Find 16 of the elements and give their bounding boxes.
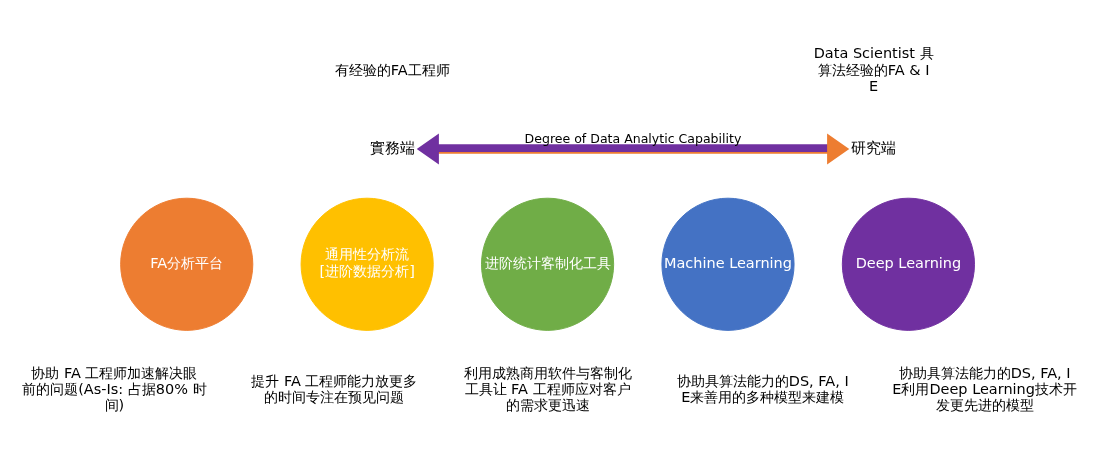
- label: Data Scientist 具算法经验的FA & IE: [813, 44, 934, 94]
- node-label: 利用成熟商用软件与客制化工具让 FA 工程师应对客户的需求更迅速: [463, 364, 632, 413]
- node-label: 提升 FA 工程师能力放更多的时间专注在预见问题: [251, 372, 418, 405]
- edge-label: Degree of Data Analytic Capability: [524, 130, 742, 146]
- node-text: 實務端: [369, 138, 415, 157]
- node-text: 研究端: [851, 138, 897, 157]
- arrow: [416, 132, 850, 164]
- node-label: 协助具算法能力的DS, FA, IE利用Deep Learning技术开发更先进的模型: [892, 364, 1077, 413]
- node-label: 协助具算法能力的DS, FA, IE来善用的多种模型来建模: [676, 372, 849, 405]
- node-label: 协助 FA 工程师加速解决眼前的问题(As-Is: 占据80% 时间): [22, 364, 207, 413]
- label: 有经验的FA工程师: [334, 61, 450, 78]
- node-circle: 进阶统计客制化工具: [481, 197, 615, 331]
- node-circle: 通用性分析流 [进阶数据分析]: [300, 197, 434, 331]
- node-circle: FA分析平台: [120, 197, 254, 331]
- node-circle: Machine Learning: [661, 197, 795, 331]
- node-circle: Deep Learning: [841, 197, 975, 331]
